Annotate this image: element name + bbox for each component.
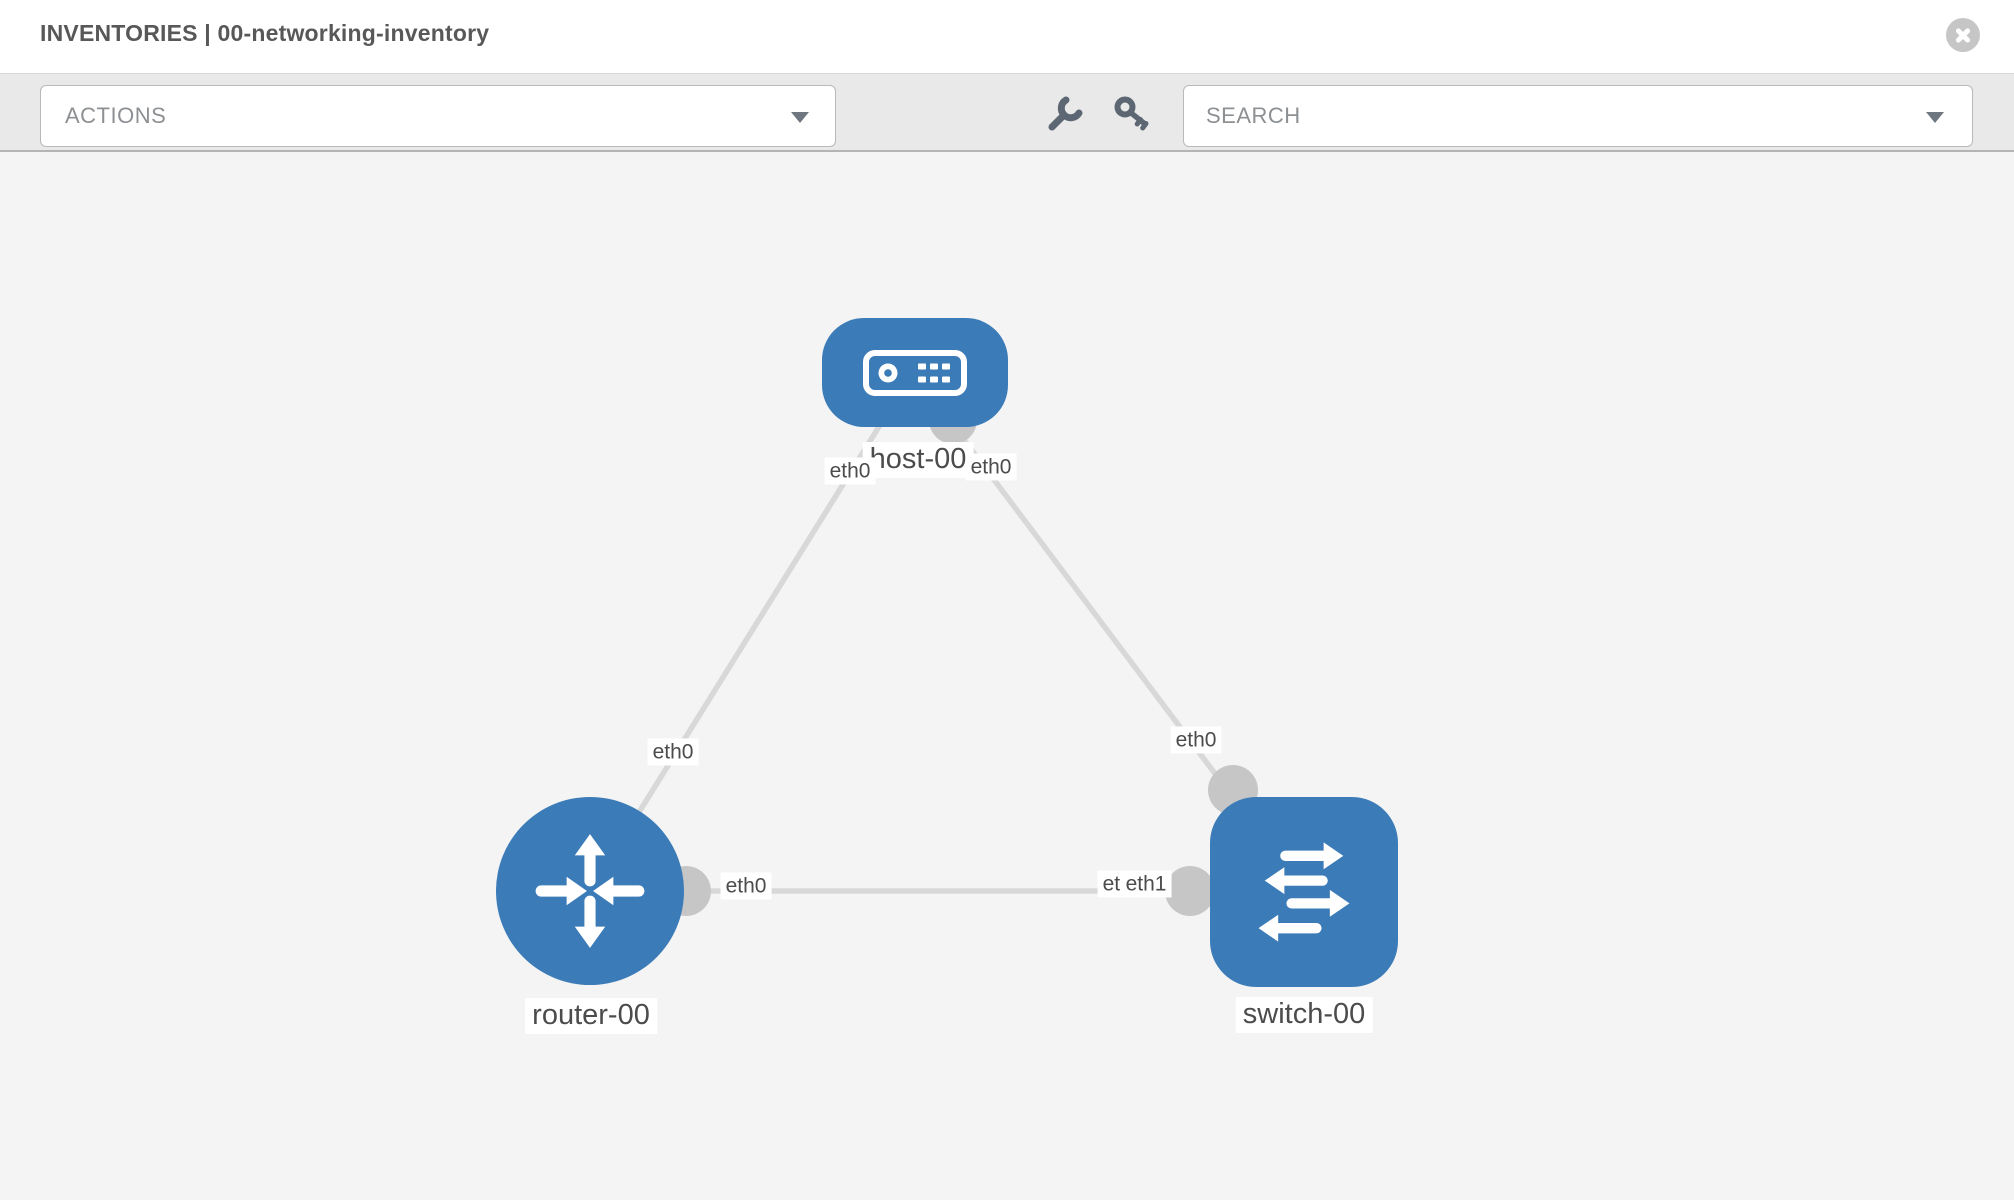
node-router-00[interactable]: [496, 797, 684, 985]
iface-label-host-to-router: eth0: [824, 457, 876, 485]
iface-label-router-to-host: eth0: [647, 738, 699, 766]
chevron-down-icon: [791, 112, 809, 123]
node-switch-00[interactable]: [1210, 797, 1398, 987]
key-icon: [1114, 96, 1149, 131]
router-arrows-icon: [535, 834, 645, 948]
topology-canvas[interactable]: host-00 router-00 switch-00 eth0 eth0 et…: [0, 152, 2014, 1200]
node-label-host: host-00: [862, 442, 974, 478]
actions-dropdown[interactable]: ACTIONS: [40, 85, 836, 147]
search-dropdown[interactable]: SEARCH: [1183, 85, 1973, 147]
node-label-router: router-00: [525, 998, 657, 1034]
chevron-down-icon: [1926, 112, 1944, 123]
port-switch-eth1: [1165, 866, 1215, 916]
switch-arrows-icon: [1258, 842, 1350, 942]
node-host-00[interactable]: [822, 318, 1008, 427]
iface-label-host-to-switch: eth0: [965, 453, 1017, 481]
configure-button[interactable]: [1040, 90, 1088, 138]
actions-dropdown-label: ACTIONS: [65, 103, 167, 128]
close-button[interactable]: [1946, 18, 1980, 52]
wrench-icon: [1048, 96, 1083, 131]
toolbar: ACTIONS SEARCH: [0, 73, 2014, 152]
iface-label-switch-to-host: eth0: [1170, 726, 1222, 754]
iface-label-switch-eth1: eth1: [1120, 870, 1172, 898]
links-layer: [587, 370, 1307, 916]
search-dropdown-label: SEARCH: [1206, 103, 1301, 128]
node-label-switch: switch-00: [1235, 997, 1373, 1033]
server-icon: [863, 349, 967, 396]
page-title: INVENTORIES | 00-networking-inventory: [40, 20, 490, 46]
credentials-button[interactable]: [1108, 90, 1156, 138]
iface-label-router-to-switch: eth0: [720, 872, 772, 900]
header: INVENTORIES | 00-networking-inventory: [0, 0, 2014, 73]
